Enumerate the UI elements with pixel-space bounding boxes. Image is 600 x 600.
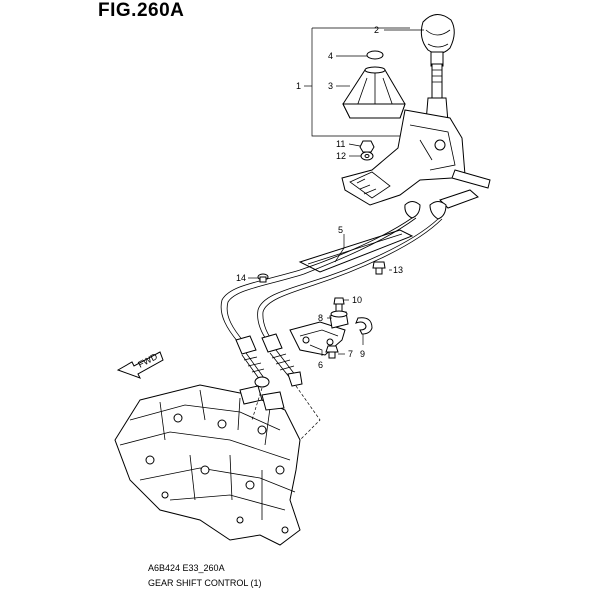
cable-end-right[interactable] (261, 333, 303, 387)
leader-lines (248, 29, 424, 356)
callout-6: 6 (318, 360, 323, 370)
figure-code: A6B424 E33_260A (148, 563, 225, 573)
callout-7: 7 (348, 349, 353, 359)
shift-lever[interactable] (425, 63, 449, 123)
cable-end-left[interactable] (235, 335, 270, 388)
shift-boot[interactable] (342, 66, 406, 119)
callout-14: 14 (236, 273, 246, 283)
callout-12: 12 (336, 151, 346, 161)
figure-caption: GEAR SHIFT CONTROL (1) (148, 578, 262, 588)
connection-line (251, 387, 263, 421)
callout-9: 9 (360, 349, 365, 359)
boot-ring[interactable] (366, 50, 384, 60)
callout-1: 1 (296, 81, 301, 91)
grommet-14[interactable] (257, 273, 269, 283)
bushing-8[interactable] (329, 310, 349, 329)
callout-3: 3 (328, 81, 333, 91)
shift-knob[interactable] (420, 14, 455, 67)
callout-8: 8 (318, 313, 323, 323)
fwd-arrow-icon: FWD (116, 351, 164, 379)
callout-10: 10 (352, 295, 362, 305)
callout-13: 13 (393, 265, 403, 275)
washer-12[interactable] (360, 151, 374, 161)
figure-title: FIG.260A (98, 0, 185, 21)
connection-line (295, 385, 321, 441)
callout-11: 11 (336, 139, 345, 149)
transmission-case (114, 384, 301, 546)
bolt-10[interactable] (333, 297, 345, 313)
nut-11[interactable] (359, 140, 375, 153)
callout-5: 5 (338, 225, 343, 235)
shifter-base-housing[interactable] (341, 109, 466, 206)
clip-9[interactable] (355, 317, 373, 335)
bolt-13[interactable] (372, 261, 386, 275)
bolt-7[interactable] (325, 345, 339, 359)
shifter-cable-ends[interactable] (404, 169, 491, 220)
callout-4: 4 (328, 51, 333, 61)
callout-2: 2 (374, 25, 379, 35)
boot-assembly-frame (311, 27, 412, 137)
